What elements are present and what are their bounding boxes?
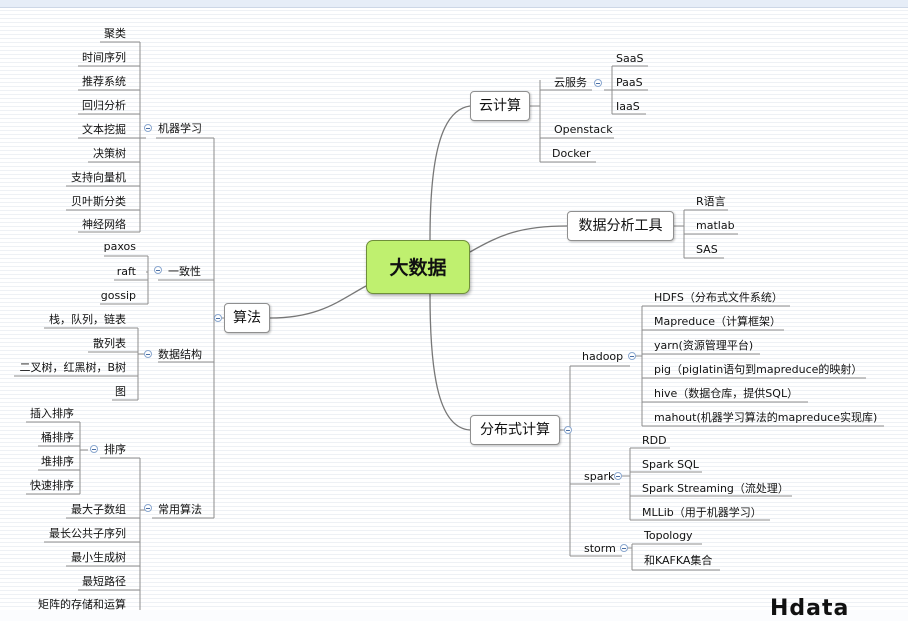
node-quick-sort[interactable]: 快速排序 <box>30 479 74 492</box>
link-tools <box>469 225 568 253</box>
watermark-logo: Hdata <box>770 596 850 621</box>
collapse-toggle-icon[interactable] <box>620 544 628 552</box>
central-topic[interactable]: 大数据 <box>366 240 470 294</box>
node-regression[interactable]: 回归分析 <box>82 99 126 112</box>
node-insertion-sort[interactable]: 插入排序 <box>30 407 74 420</box>
node-hive[interactable]: hive（数据仓库，提供SQL） <box>654 387 799 400</box>
collapse-toggle-icon[interactable] <box>144 504 152 512</box>
node-r[interactable]: R语言 <box>696 195 726 208</box>
collapse-toggle-icon[interactable] <box>214 314 222 322</box>
node-topology[interactable]: Topology <box>644 529 693 542</box>
collapse-toggle-icon[interactable] <box>144 124 152 132</box>
node-svm[interactable]: 支持向量机 <box>71 171 126 184</box>
topic-algorithm[interactable]: 算法 <box>224 303 270 333</box>
collapse-toggle-icon[interactable] <box>628 352 636 360</box>
node-recommend[interactable]: 推荐系统 <box>82 75 126 88</box>
node-storm[interactable]: storm <box>584 542 616 555</box>
collapse-toggle-icon[interactable] <box>564 426 572 434</box>
node-mahout[interactable]: mahout(机器学习算法的mapreduce实现库) <box>654 411 878 424</box>
node-raft[interactable]: raft <box>116 265 136 278</box>
node-sorting[interactable]: 排序 <box>104 443 126 456</box>
node-bucket-sort[interactable]: 桶排序 <box>41 431 74 444</box>
node-mst[interactable]: 最小生成树 <box>71 551 126 564</box>
node-matrix[interactable]: 矩阵的存储和运算 <box>38 598 126 611</box>
node-max-subarray[interactable]: 最大子数组 <box>71 503 126 516</box>
node-spark-sql[interactable]: Spark SQL <box>642 458 699 471</box>
node-shortest-path[interactable]: 最短路径 <box>82 575 126 588</box>
collapse-toggle-icon[interactable] <box>144 350 152 358</box>
node-datastructures[interactable]: 数据结构 <box>158 348 202 361</box>
node-paxos[interactable]: paxos <box>103 240 136 253</box>
node-cloud-service[interactable]: 云服务 <box>554 76 587 89</box>
collapse-toggle-icon[interactable] <box>594 79 602 87</box>
node-spark[interactable]: spark <box>584 470 615 483</box>
node-hadoop[interactable]: hadoop <box>582 350 624 363</box>
node-trees[interactable]: 二叉树，红黑树，B树 <box>19 361 126 374</box>
node-openstack[interactable]: Openstack <box>554 123 613 136</box>
link-cloud <box>429 105 471 241</box>
node-saas[interactable]: SaaS <box>616 52 644 65</box>
node-lcs[interactable]: 最长公共子序列 <box>49 527 126 540</box>
topic-distributed[interactable]: 分布式计算 <box>470 415 560 445</box>
node-iaas[interactable]: IaaS <box>616 100 640 113</box>
node-heap-sort[interactable]: 堆排序 <box>41 455 74 468</box>
node-textmining[interactable]: 文本挖掘 <box>82 123 126 136</box>
node-graph[interactable]: 图 <box>115 385 126 398</box>
node-ml[interactable]: 机器学习 <box>158 122 202 135</box>
link-algorithm <box>269 285 367 319</box>
node-matlab[interactable]: matlab <box>696 219 735 232</box>
collapse-toggle-icon[interactable] <box>614 472 622 480</box>
node-mapreduce[interactable]: Mapreduce（计算框架） <box>654 315 782 328</box>
node-kafka[interactable]: 和KAFKA集合 <box>644 554 713 567</box>
node-docker[interactable]: Docker <box>552 147 591 160</box>
node-sas[interactable]: SAS <box>696 243 718 256</box>
node-hdfs[interactable]: HDFS（分布式文件系统） <box>654 291 783 304</box>
node-yarn[interactable]: yarn(资源管理平台) <box>654 339 754 352</box>
node-spark-streaming[interactable]: Spark Streaming（流处理） <box>642 482 789 495</box>
node-neuralnet[interactable]: 神经网络 <box>82 218 126 231</box>
node-bayes[interactable]: 贝叶斯分类 <box>71 195 126 208</box>
node-clustering[interactable]: 聚类 <box>104 27 126 40</box>
collapse-toggle-icon[interactable] <box>90 445 98 453</box>
node-common-algorithms[interactable]: 常用算法 <box>158 503 202 516</box>
collapse-toggle-icon[interactable] <box>154 266 162 274</box>
node-consistency[interactable]: 一致性 <box>168 265 201 278</box>
node-paas[interactable]: PaaS <box>616 76 643 89</box>
node-mllib[interactable]: MLLib（用于机器学习） <box>642 506 762 519</box>
node-stack-queue[interactable]: 栈，队列，链表 <box>49 313 126 326</box>
node-pig[interactable]: pig（piglatin语句到mapreduce的映射） <box>654 363 863 376</box>
node-gossip[interactable]: gossip <box>100 289 136 302</box>
top-bar <box>0 0 908 8</box>
node-timeseries[interactable]: 时间序列 <box>82 51 126 64</box>
node-rdd[interactable]: RDD <box>642 434 667 447</box>
link-distributed <box>429 293 471 431</box>
topic-tools[interactable]: 数据分析工具 <box>567 211 674 241</box>
node-hashtable[interactable]: 散列表 <box>93 337 126 350</box>
topic-cloud[interactable]: 云计算 <box>470 91 530 121</box>
node-decisiontree[interactable]: 决策树 <box>93 147 126 160</box>
